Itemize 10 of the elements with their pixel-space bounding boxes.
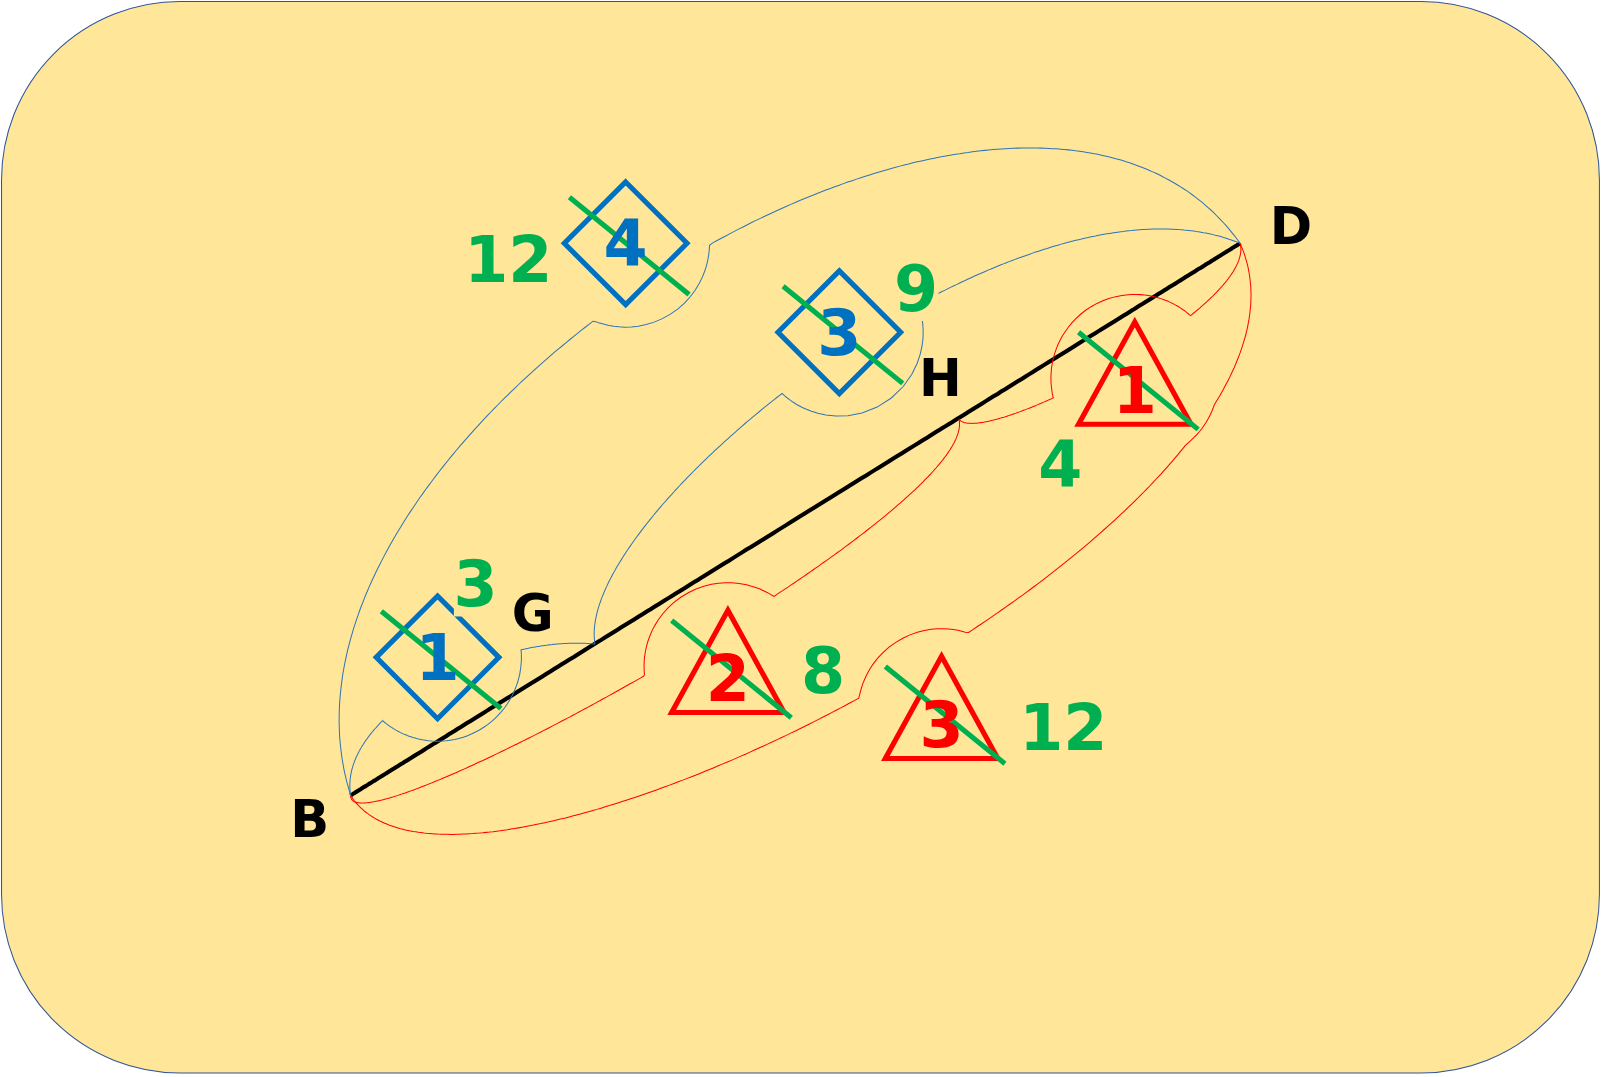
point-label: H bbox=[919, 352, 962, 404]
arc-line bbox=[350, 418, 961, 804]
arc-line bbox=[338, 147, 1241, 796]
point-label: B bbox=[290, 794, 330, 846]
point-label: G bbox=[511, 587, 554, 639]
arc-line bbox=[349, 642, 596, 796]
arc-line bbox=[593, 228, 1241, 645]
arc-line bbox=[958, 242, 1242, 424]
shape-number: 3 bbox=[918, 694, 965, 758]
point-label: D bbox=[1269, 201, 1313, 253]
